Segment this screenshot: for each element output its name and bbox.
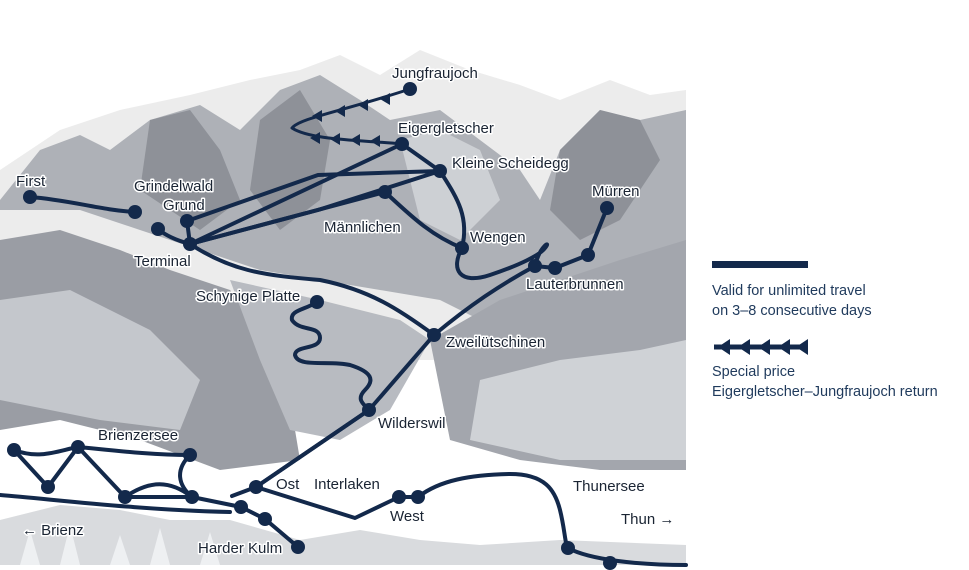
label-wilderswil: Wilderswil — [378, 415, 446, 432]
station-west-1[interactable] — [392, 490, 406, 504]
lake-thun — [430, 468, 686, 565]
label-jungfraujoch: Jungfraujoch — [392, 65, 478, 82]
label-brienz: ← Brienz — [22, 522, 84, 539]
mountain-dark — [550, 110, 660, 240]
station-lauterbrunnen[interactable] — [528, 259, 542, 273]
station-terminal[interactable] — [183, 237, 197, 251]
legend-unlimited-line2: on 3–8 consecutive days — [712, 303, 872, 319]
station-boat-5[interactable] — [183, 448, 197, 462]
special-price-arrows — [310, 93, 390, 147]
label-wengen: Wengen — [470, 229, 526, 246]
route-brienzersee-boat-3[interactable] — [123, 482, 194, 499]
route-eigergletscher-kleine-scheidegg[interactable] — [400, 142, 442, 173]
station-west-2[interactable] — [411, 490, 425, 504]
station-thun-1[interactable] — [561, 541, 575, 555]
station-first[interactable] — [23, 190, 37, 204]
station-schynige-platte[interactable] — [310, 295, 324, 309]
forest — [0, 505, 686, 565]
station-boat-3[interactable] — [71, 440, 85, 454]
legend-unlimited-line1: Valid for unlimited travel — [712, 283, 866, 299]
slope-right-light — [470, 340, 686, 460]
label-interlaken: Interlaken — [314, 476, 380, 493]
station-boat-1[interactable] — [7, 443, 21, 457]
legend-special-text: Special price Eigergletscher–Jungfraujoc… — [712, 362, 938, 402]
station-boat-6[interactable] — [185, 490, 199, 504]
route-brienzersee-boat-2[interactable] — [12, 445, 194, 499]
route-terminal-eigergletscher[interactable] — [188, 142, 404, 246]
legend-unlimited-text: Valid for unlimited travel on 3–8 consec… — [712, 281, 872, 321]
station-grindelwald[interactable] — [128, 205, 142, 219]
label-schynige-platte: Schynige Platte — [196, 288, 300, 305]
stations — [7, 82, 617, 570]
label-grund: Grund — [163, 197, 205, 214]
label-ost: Ost — [276, 476, 300, 493]
route-first-grindelwald[interactable] — [28, 195, 137, 214]
station-eigergletscher[interactable] — [395, 137, 409, 151]
legend-special-swatch — [714, 339, 808, 355]
route-wengen-lauterbrunnen[interactable] — [455, 242, 550, 281]
route-brienzersee-boat[interactable] — [12, 445, 243, 509]
legend-unlimited-swatch — [712, 261, 808, 268]
station-boat-2[interactable] — [41, 480, 55, 494]
labels: Jungfraujoch Eigergletscher Kleine Schei… — [15, 64, 676, 559]
route-lauterbrunnen-muerren[interactable] — [533, 206, 609, 270]
station-muerren-2[interactable] — [581, 248, 595, 262]
route-terminal-zweiluetschinen[interactable] — [188, 242, 436, 337]
route-maennlichen-wengen[interactable] — [383, 190, 464, 250]
station-grindelwald-2[interactable] — [151, 222, 165, 236]
station-grund[interactable] — [180, 214, 194, 228]
label-eigergletscher: Eigergletscher — [398, 120, 494, 137]
label-muerren: Mürren — [592, 183, 640, 200]
station-zweiluetschinen[interactable] — [427, 328, 441, 342]
route-brienz-shore[interactable] — [0, 493, 232, 514]
mountain-dark — [250, 90, 330, 230]
route-kleine-scheidegg-wengen[interactable] — [438, 169, 467, 250]
station-boat-4[interactable] — [118, 490, 132, 504]
slope-left-light — [0, 290, 200, 430]
station-maennlichen[interactable] — [378, 185, 392, 199]
label-brienzersee: Brienzersee — [98, 427, 178, 444]
label-first: First — [16, 173, 46, 190]
label-thun: Thun → — [621, 511, 674, 528]
legend-special-line2: Eigergletscher–Jungfraujoch return — [712, 384, 938, 400]
legend-special-line1: Special price — [712, 364, 796, 380]
label-lauterbrunnen: Lauterbrunnen — [526, 276, 624, 293]
label-terminal: Terminal — [134, 253, 191, 270]
station-lauterbrunnen-2[interactable] — [548, 261, 562, 275]
station-wengen[interactable] — [455, 241, 469, 255]
route-wilderswil-ost[interactable] — [254, 408, 371, 489]
label-maennlichen: Männlichen — [324, 219, 401, 236]
station-muerren[interactable] — [600, 201, 614, 215]
forest-trees — [20, 525, 220, 565]
station-harder-kulm-base[interactable] — [258, 512, 272, 526]
station-ost[interactable] — [249, 480, 263, 494]
station-jungfraujoch[interactable] — [403, 82, 417, 96]
route-schynige-platte-wilderswil[interactable] — [289, 300, 373, 412]
station-brienz-shore[interactable] — [234, 500, 248, 514]
route-terminal-kleine-scheidegg-1[interactable] — [185, 169, 442, 223]
label-kleine-scheidegg: Kleine Scheidegg — [452, 155, 569, 172]
label-zweiluetschinen: Zweilütschinen — [446, 334, 545, 351]
route-ost-west[interactable] — [254, 485, 420, 520]
station-thun-2[interactable] — [603, 556, 617, 570]
station-harder-kulm[interactable] — [291, 540, 305, 554]
route-terminal-maennlichen[interactable] — [188, 190, 387, 246]
label-west: West — [390, 508, 425, 525]
mountain-dark — [140, 110, 240, 230]
station-wilderswil[interactable] — [362, 403, 376, 417]
label-thunersee: Thunersee — [573, 478, 645, 495]
label-harder-kulm: Harder Kulm — [198, 540, 282, 557]
station-kleine-scheidegg[interactable] — [433, 164, 447, 178]
route-eigergletscher-jungfraujoch[interactable] — [290, 87, 412, 146]
label-grindelwald: Grindelwald — [134, 178, 213, 195]
route-lauterbrunnen-zweiluetschinen[interactable] — [432, 264, 537, 337]
